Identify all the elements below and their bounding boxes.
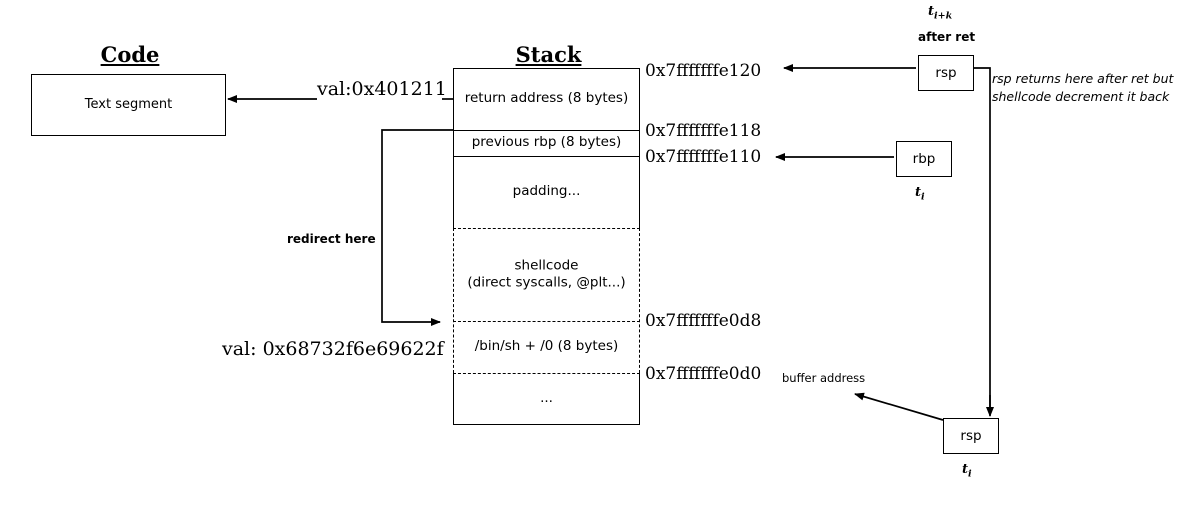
register-box-rsp-after-ret: rsp: [918, 55, 974, 91]
text-segment-label: Text segment: [84, 96, 173, 112]
time-label-rsp-initial: ti: [962, 462, 972, 480]
stack-box: return address (8 bytes) previous rbp (8…: [453, 68, 640, 425]
stack-row-label: ...: [540, 389, 553, 406]
stack-sep-rbp-padding: [453, 156, 640, 157]
return-address-value-label: val:0x401211: [317, 78, 447, 100]
stack-row-label: /bin/sh + /0 (8 bytes): [474, 338, 619, 355]
shellcode-string-value-label: val: 0x68732f6e69622f: [222, 338, 444, 360]
time-label-base: t: [915, 185, 922, 200]
time-label-subscript: i: [968, 468, 972, 480]
stack-row-rest: ...: [453, 373, 640, 424]
time-label-subscript: i: [921, 191, 925, 203]
stack-row-label: return address (8 bytes): [464, 90, 629, 107]
stack-sep-binsh-rest: [453, 373, 640, 374]
stack-row-shellcode: shellcode (direct syscalls, @plt...): [453, 228, 640, 321]
address-label-e0d8: 0x7fffffffe0d8: [645, 311, 762, 331]
stack-sep-ret-rbp: [453, 130, 640, 131]
address-label-e120: 0x7fffffffe120: [645, 61, 762, 81]
register-box-rsp-initial: rsp: [943, 418, 999, 454]
time-label-base: t: [928, 4, 935, 19]
address-label-e0d0: 0x7fffffffe0d0: [645, 364, 762, 384]
buffer-address-note: buffer address: [782, 371, 866, 385]
stack-row-binsh: /bin/sh + /0 (8 bytes): [453, 321, 640, 373]
register-box-rbp: rbp: [896, 141, 952, 177]
text-segment-box: Text segment: [31, 74, 226, 136]
code-section-title: Code: [100, 42, 160, 67]
arrow-rsp-initial-to-buffer: [854, 392, 944, 421]
redirect-here-label: redirect here: [287, 232, 376, 246]
stack-sep-shell-binsh: [453, 321, 640, 322]
time-label-after-ret: ti+k: [928, 4, 952, 22]
time-label-rbp: ti: [915, 185, 925, 203]
stack-row-return-address: return address (8 bytes): [453, 68, 640, 130]
address-label-e118: 0x7fffffffe118: [645, 121, 762, 141]
stack-row-label: previous rbp (8 bytes): [471, 134, 622, 151]
address-label-e110: 0x7fffffffe110: [645, 147, 762, 167]
stack-row-previous-rbp: previous rbp (8 bytes): [453, 130, 640, 156]
arrow-redirect-to-shellcode: [381, 129, 453, 326]
time-label-base: t: [962, 462, 969, 477]
stack-row-label: padding...: [512, 183, 581, 200]
stack-right-border-dashed: [639, 228, 640, 373]
stack-right-border: [639, 68, 640, 228]
stack-left-border: [453, 68, 454, 228]
stack-left-border-dashed: [453, 228, 454, 373]
stack-sep-padding-shell: [453, 228, 640, 229]
stack-row-label: shellcode (direct syscalls, @plt...): [467, 256, 626, 291]
stack-right-border-lower: [639, 373, 640, 425]
rsp-return-note: rsp returns here after ret but shellcode…: [992, 71, 1174, 105]
stack-top-border: [453, 68, 640, 69]
stack-bottom-border: [453, 424, 640, 425]
stack-section-title: Stack: [515, 42, 582, 67]
after-ret-label: after ret: [918, 30, 976, 44]
stack-row-padding: padding...: [453, 156, 640, 228]
time-label-subscript: i+k: [934, 10, 953, 22]
stack-left-border-lower: [453, 373, 454, 425]
line-rsp-timeline: [974, 67, 991, 412]
